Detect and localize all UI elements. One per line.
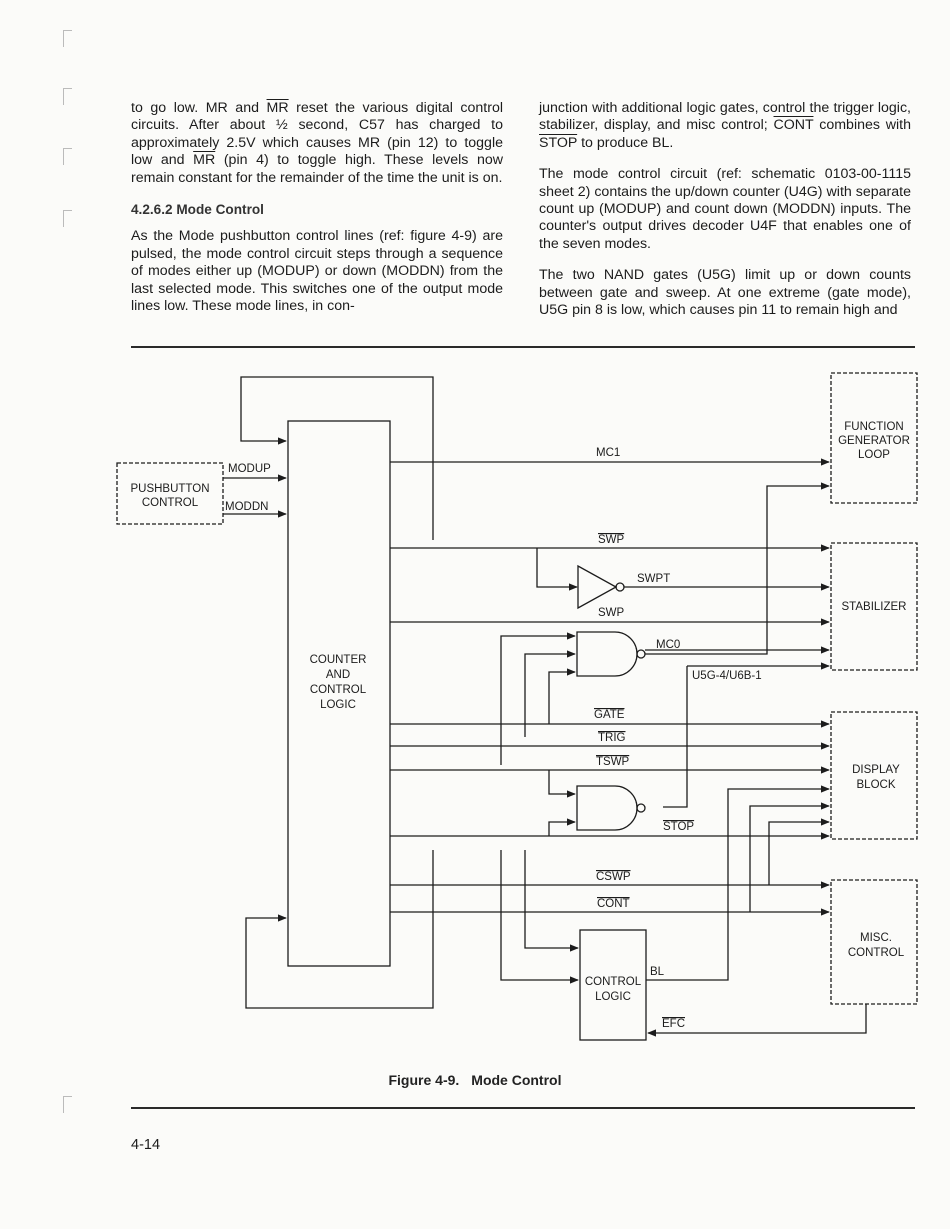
pushbutton-label-2: CONTROL	[142, 497, 199, 509]
efc-label: EFC	[662, 1018, 685, 1030]
bottom-rule	[131, 1107, 915, 1109]
counter-label-4: LOGIC	[320, 699, 356, 711]
swpt-label: SWPT	[637, 573, 670, 585]
figure-caption: Figure 4-9. Mode Control	[0, 1072, 950, 1088]
margin-mark	[63, 148, 72, 165]
page-number: 4-14	[131, 1137, 161, 1153]
stabilizer-block	[830, 542, 918, 671]
u5g-label: U5G-4/U6B-1	[692, 670, 762, 682]
counter-block	[287, 420, 391, 967]
display-block	[830, 711, 918, 840]
paragraph-mode-control: As the Mode pushbutton control lines (re…	[131, 228, 503, 315]
margin-mark	[63, 1096, 72, 1113]
paragraph-reset: to go low. MR and MR reset the various d…	[131, 100, 503, 186]
paragraph-junction: junction with additional logic gates, co…	[539, 100, 911, 151]
paragraph-counter: The mode control circuit (ref: schematic…	[539, 166, 911, 252]
display-label-1: DISPLAY	[852, 764, 900, 776]
misc-control-block	[830, 879, 918, 1005]
bl-label: BL	[650, 966, 665, 978]
function-label-2: GENERATOR	[838, 435, 910, 447]
misc-label-2: CONTROL	[848, 947, 905, 959]
function-label-3: LOOP	[858, 449, 890, 461]
figure-number: Figure 4-9.	[388, 1072, 460, 1088]
counter-label-3: CONTROL	[310, 684, 367, 696]
margin-mark	[63, 30, 72, 47]
swp-bar-label: SWP	[598, 534, 625, 546]
display-label-2: BLOCK	[857, 779, 896, 791]
pushbutton-block	[116, 462, 224, 525]
control-logic-block	[579, 929, 647, 1041]
moddn-label: MODDN	[225, 501, 268, 513]
control-logic-label-1: CONTROL	[585, 976, 642, 988]
gate-label: GATE	[594, 709, 625, 721]
modup-label: MODUP	[228, 463, 271, 475]
function-label-1: FUNCTION	[844, 421, 903, 433]
misc-label-1: MISC.	[860, 932, 892, 944]
mc1-label: MC1	[596, 447, 620, 459]
paragraph-nand: The two NAND gates (U5G) limit up or dow…	[539, 267, 911, 319]
function-generator-block	[830, 372, 918, 504]
stabilizer-label: STABILIZER	[842, 601, 907, 613]
section-heading: 4.2.6.2 Mode Control	[131, 202, 264, 218]
tswp-label: TSWP	[596, 756, 630, 768]
stop-label: STOP	[663, 821, 694, 833]
margin-mark	[63, 210, 72, 227]
mc0-label: MC0	[656, 639, 680, 651]
left-text-column: to go low. MR and MR reset the various d…	[131, 100, 503, 329]
right-text-column: junction with additional logic gates, co…	[539, 100, 911, 333]
top-rule	[131, 346, 915, 348]
counter-label-1: COUNTER	[310, 654, 367, 666]
control-logic-label-2: LOGIC	[595, 991, 631, 1003]
figure-title: Mode Control	[471, 1072, 562, 1088]
swp-label: SWP	[598, 607, 625, 619]
cont-label: CONT	[597, 898, 630, 910]
counter-label-2: AND	[326, 669, 350, 681]
pushbutton-label-1: PUSHBUTTON	[130, 483, 209, 495]
cswp-label: CSWP	[596, 871, 631, 883]
margin-mark	[63, 88, 72, 105]
trig-label: TRIG	[598, 732, 626, 744]
